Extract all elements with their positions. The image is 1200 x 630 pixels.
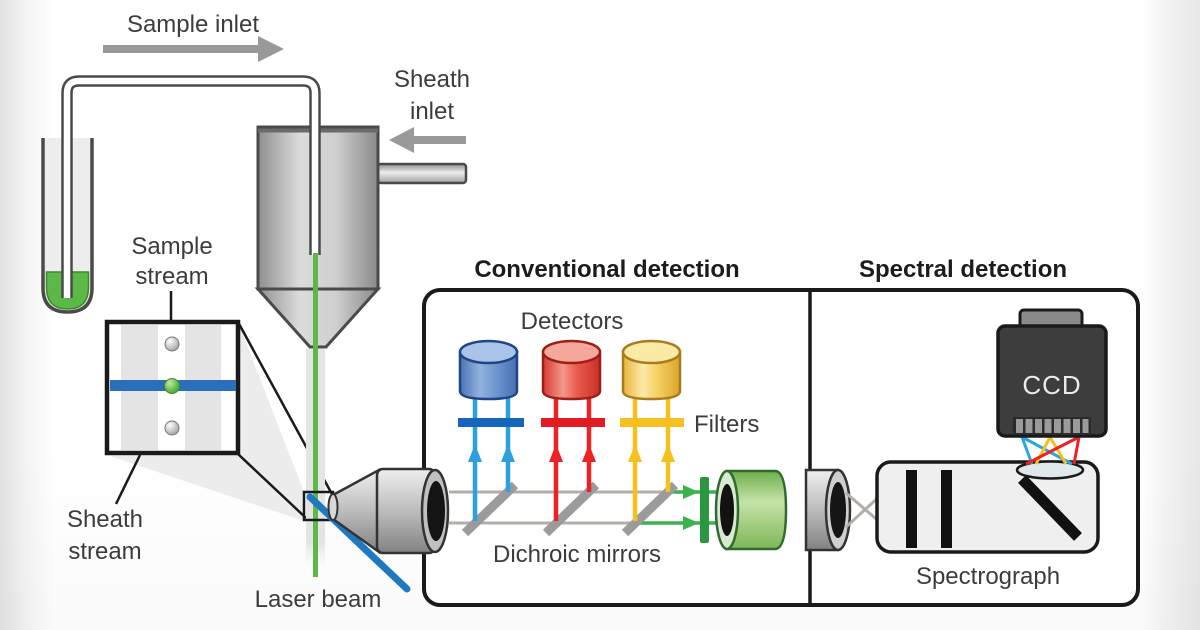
spectral-input-lens-aperture [830, 482, 846, 538]
dichroic-mirror-3 [621, 481, 679, 537]
red-arrowhead-right [582, 444, 596, 462]
blue-arrowhead-left [468, 444, 482, 462]
sample-stream-label-line1: Sample [131, 233, 212, 260]
blue-filter-bar [458, 418, 524, 427]
sample-inlet-label: Sample inlet [127, 11, 259, 38]
particle-green-center [164, 378, 180, 394]
ray-yellow-1 [1034, 436, 1052, 465]
spectrograph-slit-1 [906, 470, 917, 548]
sample-stream-label-line2: stream [135, 263, 208, 290]
sheath-stream-pointer-line [114, 454, 142, 505]
yellow-arrowhead-left [628, 444, 642, 462]
sheath-stream-label-line2: stream [68, 538, 141, 565]
blue-detector-body [458, 350, 519, 401]
callout-line-bottom [237, 453, 307, 519]
objective-tip [327, 493, 339, 521]
sample-tubing [61, 75, 321, 298]
green-arrowhead-upper [683, 485, 699, 499]
collection-objective [327, 467, 450, 555]
green-detector-body [725, 469, 788, 551]
sheath-inlet-pipe [376, 162, 468, 185]
dichroic-mirrors-label: Dichroic mirrors [493, 541, 661, 568]
dichroic-mirror-2 [542, 481, 600, 537]
sheath-inlet-arrowhead [389, 127, 414, 153]
tubing-inner [63, 77, 319, 298]
green-channel [700, 469, 788, 551]
sheath-stream-label-line1: Sheath [67, 506, 143, 533]
spectral-detection-optics: CCD [804, 308, 1108, 554]
filters-label: Filters [694, 411, 759, 438]
laser-beam-line [306, 493, 411, 593]
laser-beam-label: Laser beam [255, 586, 382, 613]
sheath-inlet-arrow [389, 127, 466, 153]
spectrograph-output-lens [1015, 460, 1085, 480]
red-detector-top [541, 339, 602, 365]
sample-stream-inset [104, 291, 241, 505]
ray-red-2 [1072, 436, 1081, 465]
ray-red-1 [1025, 435, 1080, 466]
objective-aperture [427, 481, 445, 541]
dichroic-mirror-1 [461, 481, 519, 537]
ray-blue-1 [1020, 436, 1034, 465]
red-filter-bar [541, 418, 605, 427]
spectrograph-grating [1018, 475, 1082, 541]
yellow-channel [620, 339, 684, 521]
red-channel [541, 339, 605, 521]
ray-yellow-2 [1048, 436, 1068, 465]
yellow-detector-top [621, 339, 682, 365]
ccd-sensor-cells [1016, 419, 1089, 433]
conventional-detection-title: Conventional detection [474, 256, 739, 283]
spectrograph-label: Spectrograph [916, 563, 1060, 590]
red-detector-body [541, 350, 602, 401]
blue-detector-top [458, 339, 519, 365]
yellow-detector-body [621, 350, 682, 401]
spectrograph-slit-2 [941, 470, 952, 548]
green-filter-bar [700, 477, 709, 543]
blue-channel [458, 339, 524, 521]
sample-inlet-arrowhead [258, 36, 284, 62]
particle-gray-top [164, 336, 180, 352]
green-detector-aperture [720, 484, 734, 536]
ccd-camera: CCD [996, 308, 1108, 438]
ccd-body [996, 324, 1108, 438]
yellow-arrowhead-right [661, 444, 675, 462]
red-arrowhead-left [549, 444, 563, 462]
particle-gray-bottom [164, 420, 180, 436]
ccd-label: CCD [1022, 370, 1081, 400]
blue-arrowhead-right [501, 444, 515, 462]
spectral-detection-title: Spectral detection [859, 256, 1067, 283]
yellow-filter-bar [620, 418, 684, 427]
sample-inlet-arrow [103, 36, 284, 62]
conventional-detection-optics [449, 339, 788, 551]
spectrograph-box [875, 460, 1100, 554]
sheath-inlet-label-line1: Sheath [394, 66, 470, 93]
green-arrowhead-lower [683, 516, 699, 530]
detectors-label: Detectors [521, 308, 624, 335]
dispersed-rays [1020, 435, 1081, 466]
sheath-inlet-label-line2: inlet [410, 98, 454, 125]
